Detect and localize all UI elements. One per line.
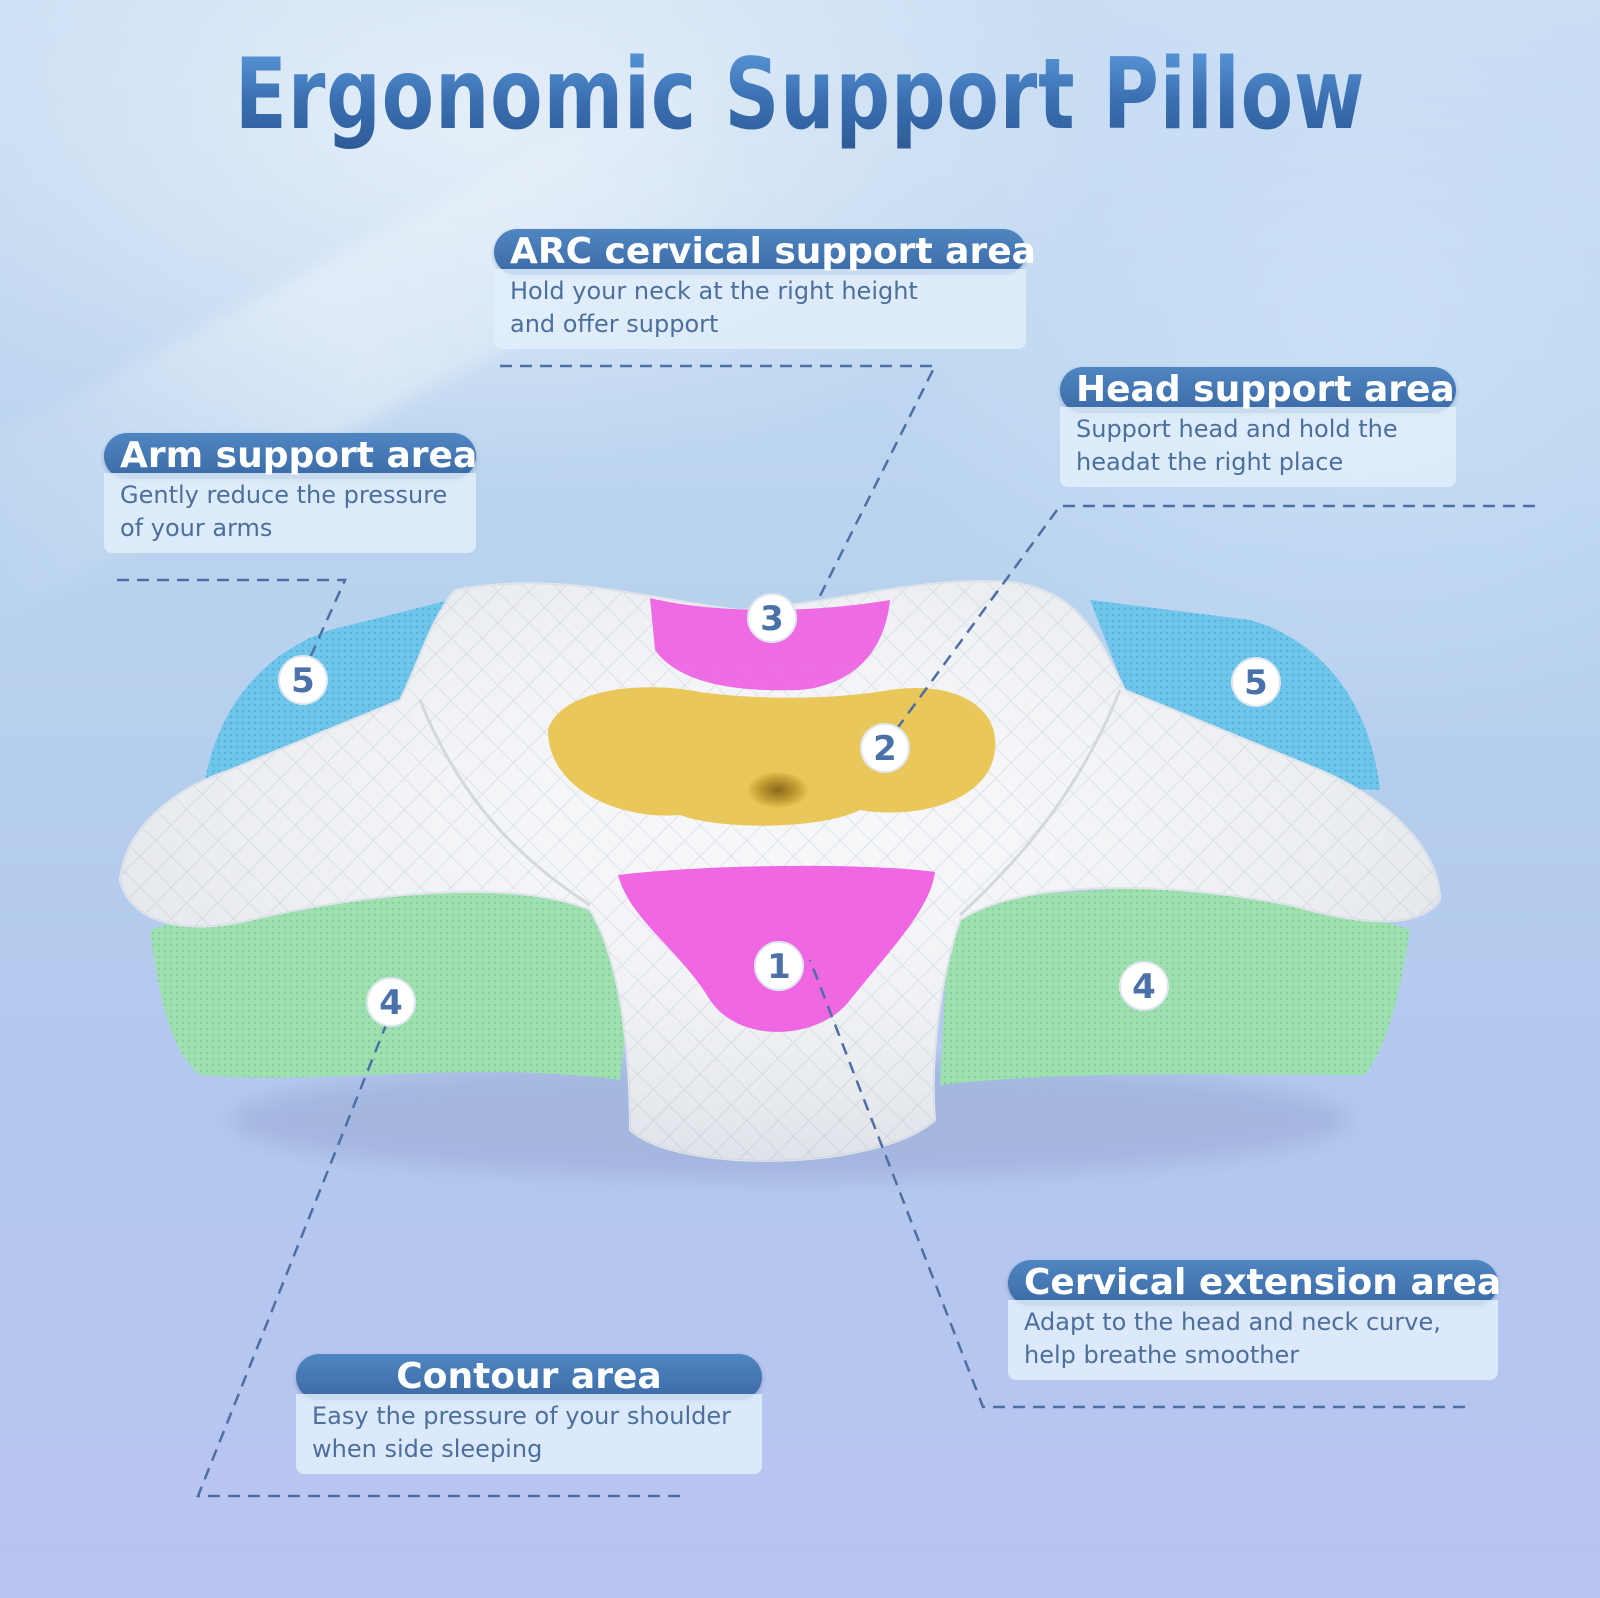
callout-cervical-extension: Cervical extension area Adapt to the hea… [1008, 1260, 1501, 1380]
callout-cervical-line-1: Adapt to the head and neck curve, [1024, 1308, 1441, 1336]
callout-contour-line-1: Easy the pressure of your shoulder [312, 1402, 732, 1430]
callout-arc-line-2: and offer support [510, 310, 719, 338]
leader-lines [117, 364, 1535, 1498]
callout-contour: Contour area Easy the pressure of your s… [296, 1354, 762, 1474]
callout-contour-line-2: when side sleeping [312, 1435, 543, 1463]
marker-5-right: 5 [1231, 657, 1281, 707]
callout-arm-line-2: of your arms [120, 514, 273, 542]
marker-5-left-label: 5 [291, 661, 315, 701]
marker-4-left-label: 4 [379, 983, 403, 1023]
right-seam [958, 689, 1122, 917]
callout-arc-heading: ARC cervical support area [494, 229, 1036, 275]
zone-head-support [548, 687, 996, 826]
marker-5-right-label: 5 [1244, 663, 1268, 703]
callout-contour-heading: Contour area [296, 1354, 762, 1400]
marker-1: 1 [754, 941, 804, 991]
right-contour-mesh [940, 880, 1410, 1085]
callout-cervical-heading: Cervical extension area [1008, 1260, 1501, 1306]
callout-head-line-1: Support head and hold the [1076, 415, 1398, 443]
callout-cervical-line-2: help breathe smoother [1024, 1341, 1300, 1369]
callout-head-line-2: headat the right place [1076, 448, 1344, 476]
callout-head-description: Support head and hold the headat the rig… [1060, 407, 1456, 487]
marker-5-left: 5 [278, 655, 328, 705]
marker-4-right-label: 4 [1132, 967, 1156, 1007]
leader-cervical [808, 959, 1465, 1409]
callout-arm-description: Gently reduce the pressure of your arms [104, 473, 476, 553]
leader-arc [500, 364, 938, 601]
callout-head-heading: Head support area [1060, 367, 1456, 413]
callout-cervical-description: Adapt to the head and neck curve, help b… [1008, 1300, 1498, 1380]
marker-2-label: 2 [873, 729, 897, 769]
zone-arc-cervical [650, 598, 890, 691]
callout-arm-support: Arm support area Gently reduce the press… [104, 433, 477, 553]
marker-4-left: 4 [366, 977, 416, 1027]
head-dimple [748, 772, 808, 808]
marker-1-label: 1 [767, 947, 791, 987]
page-title: Ergonomic Support Pillow [234, 38, 1366, 152]
marker-2: 2 [860, 723, 910, 773]
callout-arm-line-1: Gently reduce the pressure [120, 481, 448, 509]
marker-3: 3 [747, 593, 797, 643]
callout-arc-cervical: ARC cervical support area Hold your neck… [494, 229, 1036, 349]
leader-contour [196, 1009, 680, 1498]
callout-contour-description: Easy the pressure of your shoulder when … [296, 1394, 762, 1474]
left-seam [418, 699, 591, 907]
callout-arm-heading: Arm support area [104, 433, 477, 479]
marker-3-label: 3 [760, 599, 784, 639]
callout-arc-description: Hold your neck at the right height and o… [494, 269, 1026, 349]
callout-head-support: Head support area Support head and hold … [1060, 367, 1456, 487]
marker-4-right: 4 [1119, 961, 1169, 1011]
callout-arc-line-1: Hold your neck at the right height [510, 277, 918, 305]
leader-arm [117, 578, 347, 681]
